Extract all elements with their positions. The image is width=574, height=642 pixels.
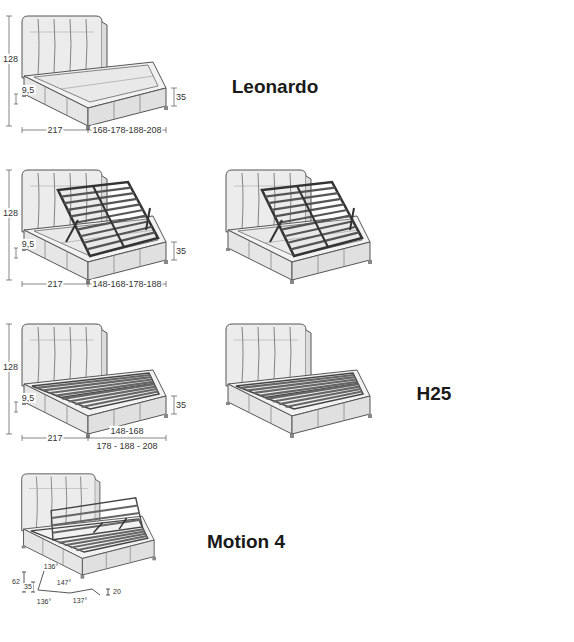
dimension-label: 35 xyxy=(23,583,33,591)
dimension-label: 128 xyxy=(2,208,19,218)
dimension-label: 9,5 xyxy=(21,239,36,249)
model-name: H25 xyxy=(416,383,453,405)
dimension-label: 178 - 188 - 208 xyxy=(95,441,158,451)
dimension-label: 217 xyxy=(46,433,63,443)
dimension-label: 35 xyxy=(175,400,187,410)
dimension-label: 168-178-188-208 xyxy=(91,125,162,135)
dimension-label: 20 xyxy=(112,588,122,596)
dimension-label: 128 xyxy=(2,54,19,64)
dimension-label: 137° xyxy=(72,597,88,605)
dimension-label: 136° xyxy=(36,598,52,606)
dimension-label: 128 xyxy=(2,362,19,372)
dimension-label: 35 xyxy=(175,92,187,102)
model-name: Motion 4 xyxy=(206,531,286,553)
dimension-label: 136° xyxy=(43,563,59,571)
dimension-label: 9,5 xyxy=(21,393,36,403)
dimension-label: 217 xyxy=(46,125,63,135)
dimension-label: 147° xyxy=(56,579,72,587)
dimension-label: 148-168 xyxy=(109,426,144,436)
dimension-label: 62 xyxy=(11,578,21,586)
dimension-label: 9,5 xyxy=(21,85,36,95)
model-name: Leonardo xyxy=(231,76,320,98)
dimension-label: 148-168-178-188 xyxy=(91,279,162,289)
dimension-label: 35 xyxy=(175,246,187,256)
dimension-label: 217 xyxy=(46,279,63,289)
